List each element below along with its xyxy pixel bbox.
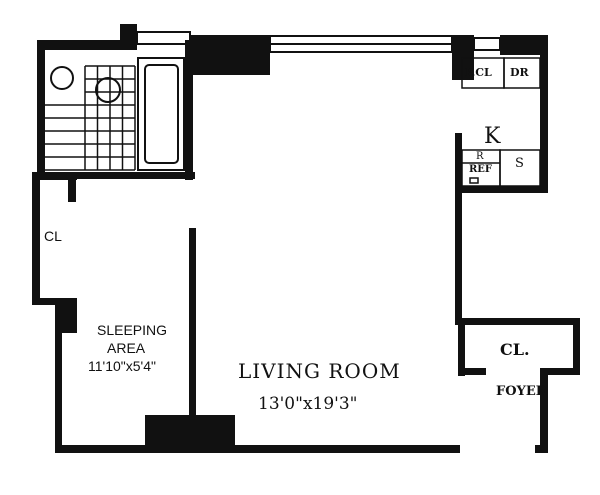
bathroom-fixtures — [50, 57, 185, 171]
wall-kitchen-right — [540, 50, 548, 192]
foyer-closet-label: CL. — [500, 340, 530, 359]
wall-bath-right — [185, 40, 193, 180]
wall-pier — [145, 415, 235, 450]
wall-closet-left — [458, 318, 465, 376]
kitchen-fixtures — [461, 57, 541, 187]
walls — [32, 24, 580, 453]
wall-closet-right — [573, 318, 580, 373]
wall-closet-stub — [545, 368, 580, 375]
wall-bath-top — [37, 40, 137, 50]
sleeping-area-label-2: AREA — [107, 340, 146, 356]
tile-grid — [45, 65, 136, 171]
wall-kitchen-left — [455, 133, 462, 193]
wall-partition — [189, 228, 196, 418]
wall-foyer-right — [540, 368, 548, 452]
closet-left-label: CL — [44, 228, 62, 244]
toilet — [95, 77, 121, 103]
foyer-label: FOYER — [496, 384, 547, 399]
window — [136, 31, 501, 53]
wall-bath-left — [37, 40, 45, 175]
living-room-label: LIVING ROOM — [238, 359, 401, 383]
bathtub-inner — [144, 64, 179, 164]
sleeping-area-label-1: SLEEPING — [97, 322, 168, 338]
bathtub — [137, 57, 185, 171]
wall-living-right — [455, 190, 462, 325]
wall-closet-bottom — [32, 298, 72, 305]
wall-closet-stub — [68, 172, 76, 202]
wall-pier — [500, 35, 548, 55]
sleeping-area-size: 11'10"x5'4" — [88, 358, 156, 374]
wall-pier — [120, 24, 137, 46]
pantry-closet-label: P.CL — [465, 66, 492, 79]
wall-bottom — [535, 445, 548, 453]
wall-closet-top — [32, 172, 77, 180]
wall-closet-stub — [458, 368, 486, 375]
living-room-size: 13'0"x19'3" — [258, 394, 358, 414]
wall-closet-left — [32, 172, 40, 305]
wall-pier — [190, 35, 270, 75]
sink-label: S — [515, 156, 524, 171]
dr-label: DR — [510, 66, 529, 79]
wall-sleeping-left — [55, 300, 62, 452]
wall-bath-bottom — [45, 172, 195, 179]
refrigerator-label: REF — [469, 164, 493, 175]
sink — [50, 66, 74, 90]
refrigerator-r-label: R — [476, 151, 484, 162]
wall-kitchen-bottom — [455, 186, 548, 193]
kitchen-label: K — [484, 124, 501, 149]
wall-bottom — [55, 445, 460, 453]
wall-closet-top — [460, 318, 580, 325]
